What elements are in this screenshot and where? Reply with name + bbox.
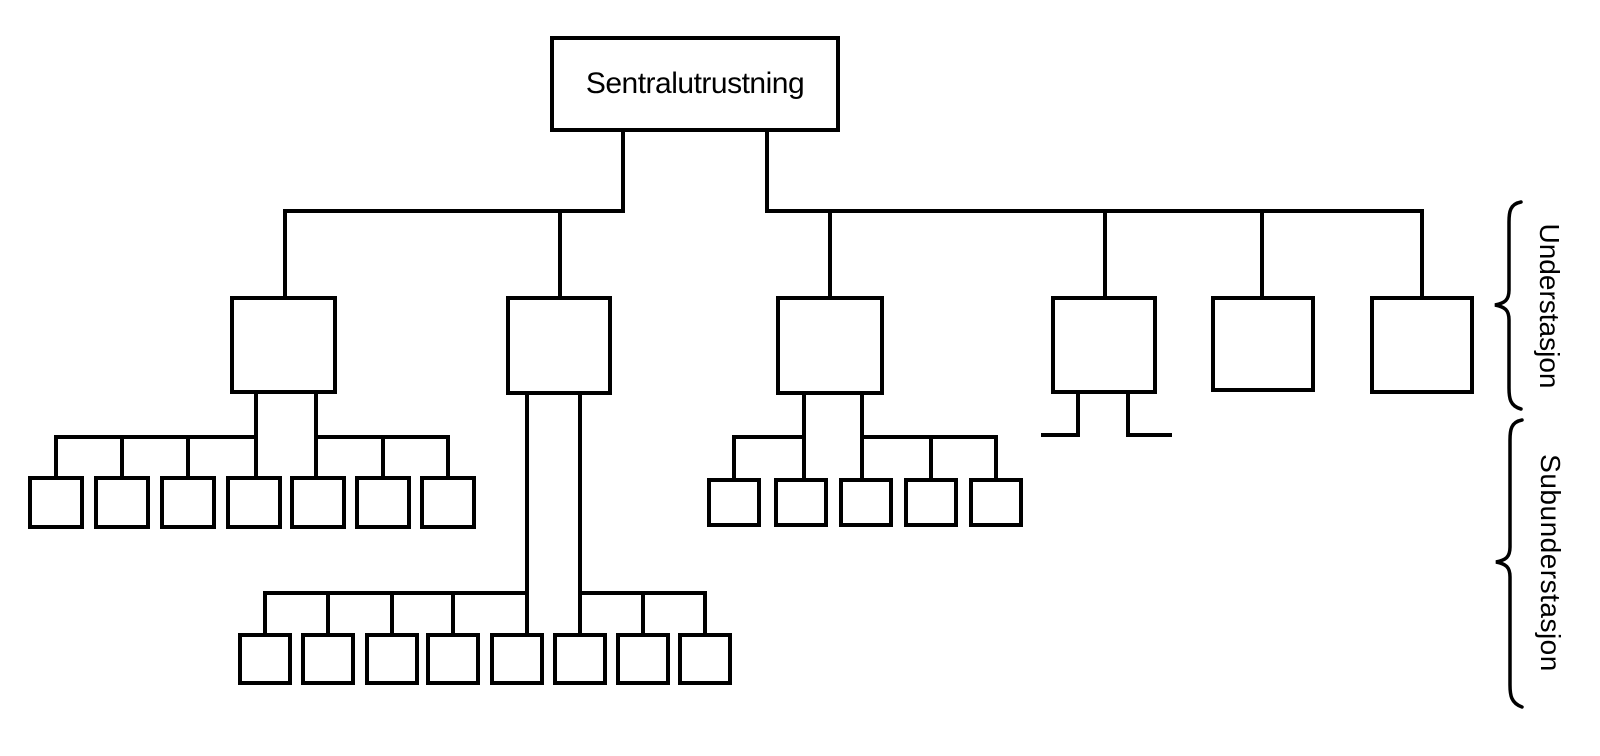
subunderstasjon-box xyxy=(426,633,480,685)
subunderstasjon-box xyxy=(490,633,544,685)
subunderstasjon-box xyxy=(365,633,419,685)
understasjon-box-4 xyxy=(1051,296,1157,394)
understasjon-brace xyxy=(1494,200,1523,411)
understasjon-box-5 xyxy=(1211,296,1315,392)
subunderstasjon-box xyxy=(238,633,292,685)
connector-lines xyxy=(54,128,1424,637)
subunderstasjon-box xyxy=(94,476,150,529)
root-box xyxy=(550,36,840,132)
subunderstasjon-box xyxy=(28,476,84,529)
subunderstasjon-box xyxy=(553,633,607,685)
subunderstasjon-box xyxy=(290,476,346,529)
understasjon-box-2 xyxy=(506,296,612,395)
subunderstasjon-box xyxy=(839,478,893,527)
understasjon-box-3 xyxy=(776,296,884,395)
understasjon-bracket-label: Understasjon xyxy=(1534,223,1565,389)
subunderstasjon-box xyxy=(707,478,761,527)
subunderstasjon-box xyxy=(420,476,476,529)
subunderstasjon-box xyxy=(226,476,282,529)
understasjon-box-6 xyxy=(1370,296,1474,394)
subunderstasjon-box xyxy=(355,476,411,529)
subunderstasjon-box xyxy=(616,633,670,685)
subunderstasjon-box xyxy=(678,633,732,685)
root-box-label: Sentralutrustning xyxy=(585,67,805,100)
subunderstasjon-box xyxy=(969,478,1023,527)
subunderstasjon-box xyxy=(301,633,355,685)
subunderstasjon-box xyxy=(904,478,958,527)
understasjon-box-1 xyxy=(230,296,337,394)
subunderstasjon-box xyxy=(160,476,216,529)
subunderstasjon-brace xyxy=(1495,418,1524,709)
subunderstasjon-bracket-label: Subunderstasjon xyxy=(1535,454,1566,672)
subunderstasjon-box xyxy=(774,478,828,527)
